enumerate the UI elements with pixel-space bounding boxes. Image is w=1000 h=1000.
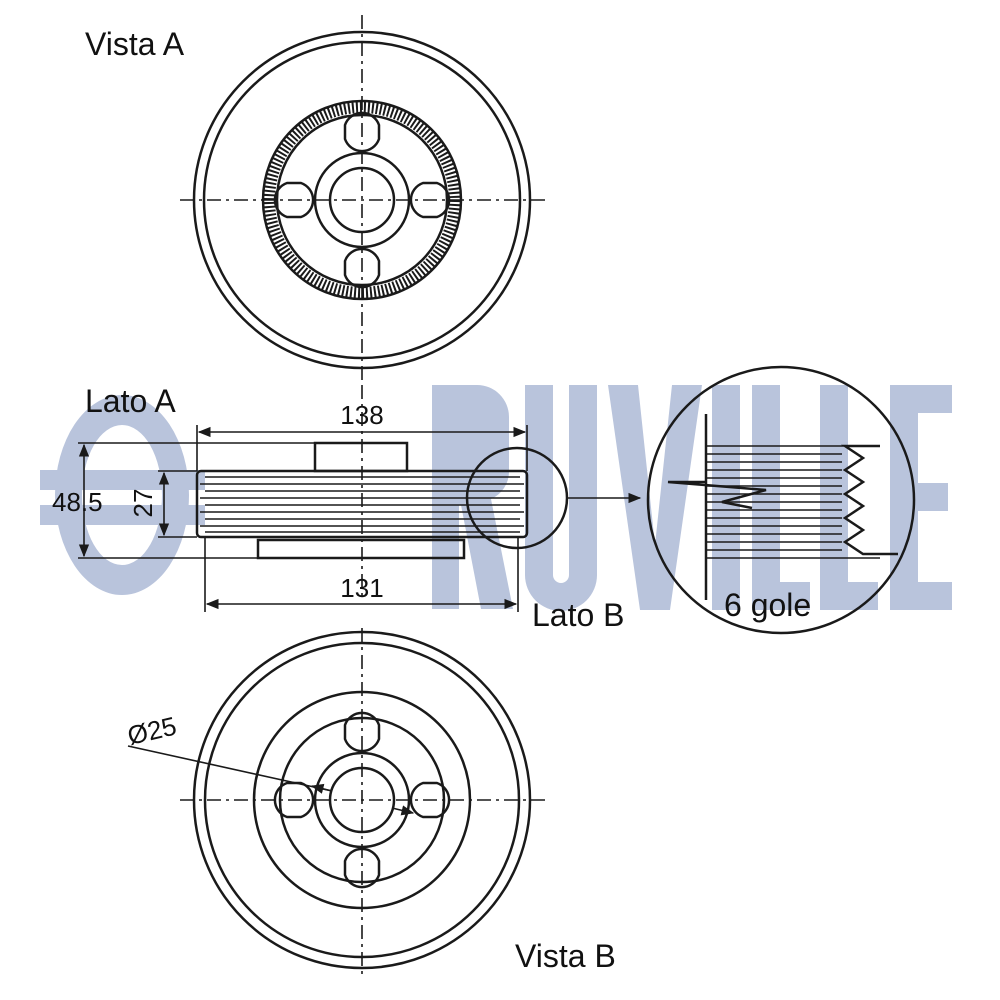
groove-detail [646,365,916,635]
outer-width-dimension: 138 [340,400,383,430]
view-a [180,15,548,380]
view-a-label: Vista A [85,26,185,62]
groove-height-dimension: 27 [128,489,158,518]
view-b [127,628,548,978]
side-b-label: Lato B [532,597,625,633]
spoke-slots-a [273,111,451,289]
side-view [78,385,642,612]
ruville-logo-watermark [40,385,952,611]
overall-height-dimension: 48.5 [52,487,103,517]
ruville-lettering [432,385,952,611]
grooves-count-label: 6 gole [724,587,811,623]
inner-width-dimension: 131 [340,573,383,603]
side-a-label: Lato A [85,383,176,419]
view-b-label: Vista B [515,938,616,974]
bore-diameter-dimension: Ø25 [125,711,180,751]
spoke-slots-b [273,711,451,889]
